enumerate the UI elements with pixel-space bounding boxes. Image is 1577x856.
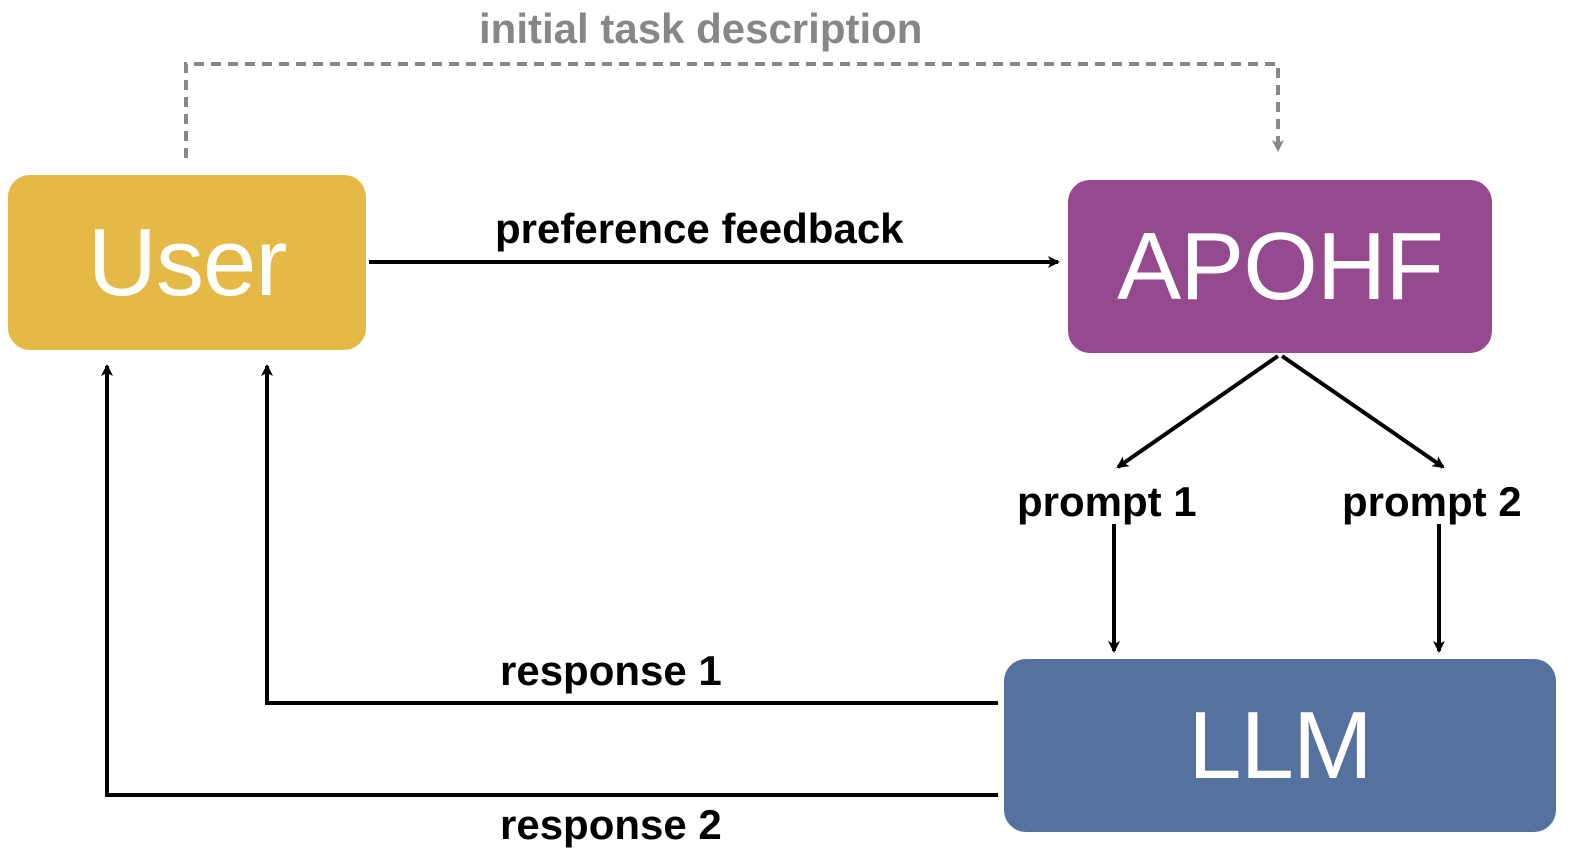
- prompt-1-label: prompt 1: [1017, 478, 1197, 525]
- apohf-node-label: APOHF: [1117, 212, 1444, 320]
- response-2-label: response 2: [500, 801, 722, 848]
- user-node: User: [8, 175, 366, 350]
- apohf-node: APOHF: [1068, 180, 1492, 353]
- user-node-label: User: [87, 208, 288, 316]
- llm-node-label: LLM: [1188, 691, 1373, 799]
- prompt-2-label: prompt 2: [1342, 478, 1522, 525]
- edge-response-2: [101, 364, 998, 797]
- edge-response-1: [261, 364, 998, 705]
- llm-node: LLM: [1004, 659, 1556, 832]
- response-1-label: response 1: [500, 647, 722, 694]
- edge-initial-task: [184, 62, 1284, 158]
- edge-apohf-to-prompt-1: [1116, 354, 1280, 469]
- preference-feedback-label: preference feedback: [495, 205, 904, 252]
- initial-task-label: initial task description: [479, 5, 923, 52]
- edge-apohf-to-prompt-2: [1280, 354, 1445, 469]
